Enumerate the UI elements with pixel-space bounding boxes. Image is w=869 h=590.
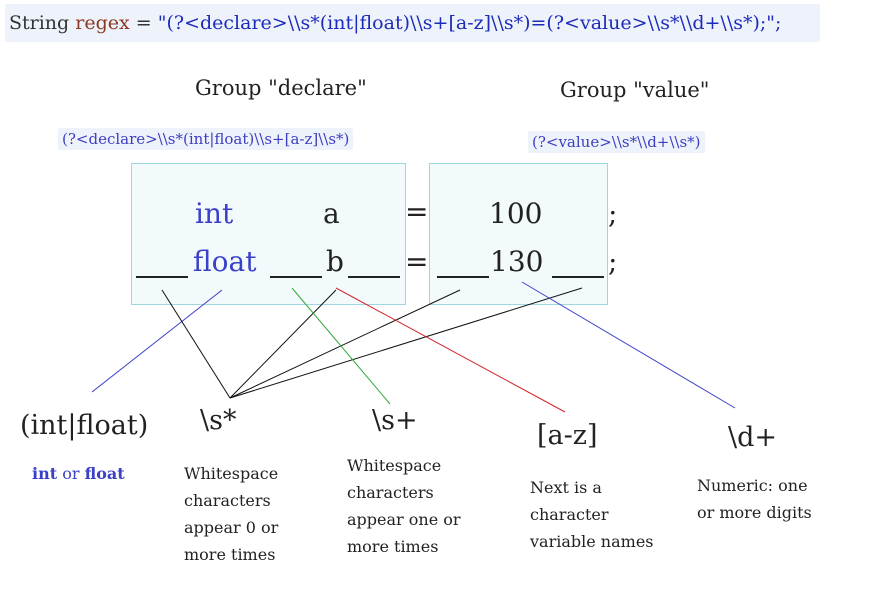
desc-int-or-float: int or float (32, 464, 125, 483)
token-ws-star: \s* (200, 405, 237, 436)
code-equals: = (135, 12, 152, 34)
token-a-z: [a-z] (537, 420, 598, 451)
row2-value-130: 130 (490, 245, 544, 278)
code-regex-pattern: "(?<declare>\\s*(int|float)\\s+[a-z]\\s*… (157, 12, 782, 34)
desc-a-z: Next is a character variable names (530, 478, 654, 551)
group-value-pattern: (?<value>\\s*\\d+\\s*) (528, 131, 705, 153)
row2-equals: = (405, 245, 429, 278)
token-int-float: (int|float) (20, 410, 149, 441)
code-variable-name: regex (75, 12, 130, 34)
group-declare-pattern: (?<declare>\\s*(int|float)\\s+[a-z]\\s*) (58, 128, 354, 150)
connector-ws-star-3 (229, 289, 461, 399)
row1-equals: = (405, 195, 429, 228)
whitespace-underscore-4 (437, 276, 489, 278)
row1-var-a: a (323, 197, 340, 230)
row1-value-100: 100 (489, 197, 543, 230)
whitespace-underscore-1 (136, 276, 188, 278)
connector-int-float (91, 289, 223, 393)
row2-semicolon: ; (608, 245, 618, 278)
desc-ws-plus: Whitespace characters appear one or more… (347, 456, 461, 556)
desc-or-word: or (62, 464, 80, 483)
whitespace-underscore-5 (552, 276, 604, 278)
row2-type-float: float (193, 245, 257, 278)
connector-ws-star-4 (229, 287, 583, 399)
row1-type-int: int (195, 197, 234, 230)
whitespace-underscore-2 (270, 276, 322, 278)
code-type-keyword: String (9, 12, 70, 34)
desc-digits: Numeric: one or more digits (697, 476, 812, 522)
connector-ws-star-1 (161, 289, 231, 399)
connector-ws-star-2 (229, 289, 337, 399)
desc-ws-star: Whitespace characters appear 0 or more t… (184, 464, 279, 564)
group-declare-title: Group "declare" (195, 76, 367, 100)
connector-digits (521, 281, 736, 409)
row1-semicolon: ; (608, 197, 618, 230)
value-group-box (429, 163, 608, 305)
connector-a-z (335, 287, 566, 413)
desc-float-word: float (84, 464, 125, 483)
token-ws-plus: \s+ (372, 405, 418, 436)
regex-code-line: String regex = "(?<declare>\\s*(int|floa… (5, 4, 820, 42)
declare-group-box (131, 163, 406, 305)
token-digits: \d+ (728, 422, 778, 453)
group-value-title: Group "value" (560, 78, 710, 102)
connector-ws-plus (291, 287, 391, 405)
whitespace-underscore-3 (348, 276, 400, 278)
desc-int-word: int (32, 464, 58, 483)
row2-var-b: b (326, 245, 344, 278)
